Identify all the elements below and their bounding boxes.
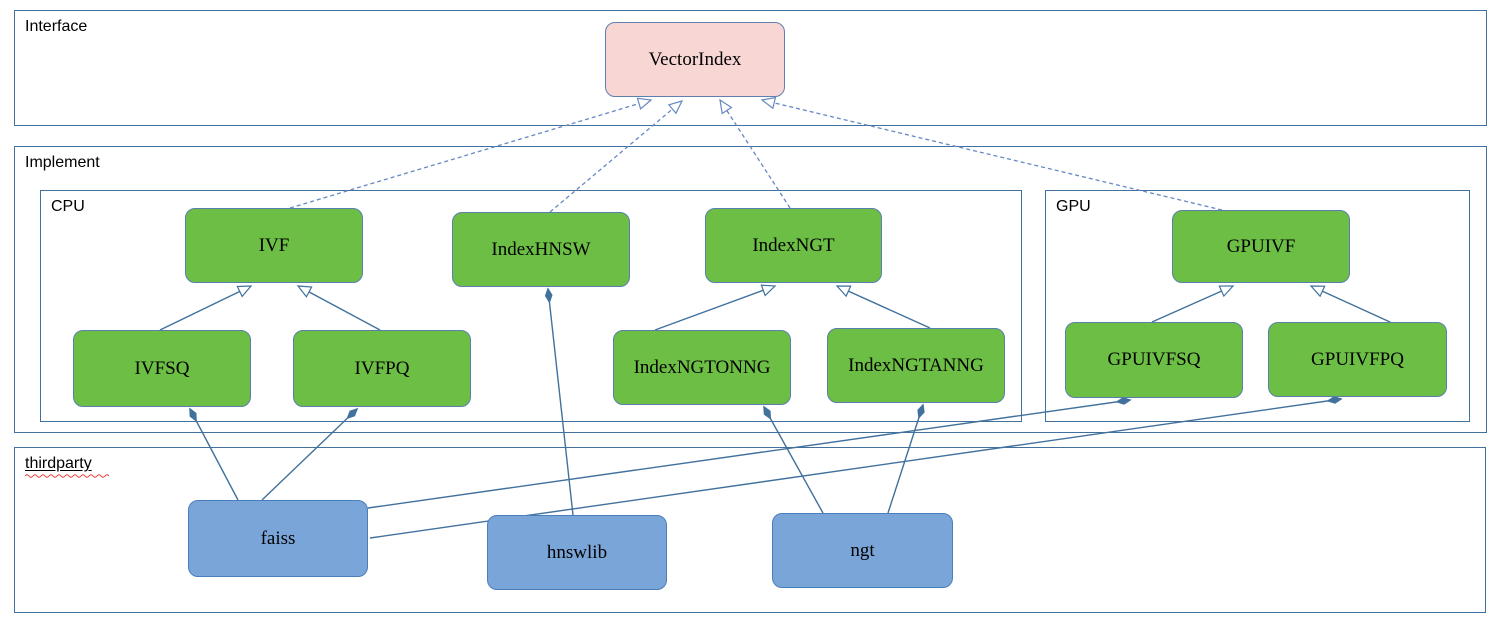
edge-indexhnsw-vectorindex [549, 100, 684, 213]
edge-faiss-gpuivfpq [369, 399, 1341, 539]
spellcheck-squiggle-icon [25, 474, 109, 479]
node-ngt[interactable]: ngt [772, 513, 953, 588]
edge-faiss-gpuivfsq [367, 400, 1130, 509]
node-label: GPUIVF [1226, 235, 1296, 257]
node-faiss[interactable]: faiss [188, 500, 368, 577]
edge-ivfpq-ivf [296, 285, 381, 331]
node-label: IndexNGTONNG [633, 356, 771, 378]
node-label: IndexHNSW [491, 238, 591, 260]
node-label: IndexNGTANNG [848, 354, 984, 376]
node-label: GPUIVFSQ [1107, 349, 1201, 370]
node-label: faiss [260, 527, 296, 549]
edge-gpuivf-vectorindex [760, 96, 1223, 211]
node-ivf[interactable]: IVF [185, 208, 363, 283]
node-label: hnswlib [546, 541, 608, 563]
node-label: ngt [850, 539, 875, 561]
node-indexngtonng[interactable]: IndexNGTONNG [613, 330, 791, 405]
node-ivfpq[interactable]: IVFPQ [293, 330, 471, 407]
node-hnswlib[interactable]: hnswlib [487, 515, 667, 590]
node-ivfsq[interactable]: IVFSQ [73, 330, 251, 407]
node-label: IVFSQ [134, 357, 190, 379]
edge-faiss-ivfsq [190, 409, 239, 501]
container-thirdparty[interactable]: thirdparty [14, 447, 1486, 613]
node-label: IVFPQ [354, 357, 410, 379]
container-gpu[interactable]: GPU [1045, 190, 1470, 422]
edge-ivfsq-ivf [159, 285, 253, 331]
node-label: GPUIVFPQ [1311, 348, 1404, 370]
container-label-gpu: GPU [1056, 198, 1091, 215]
edge-faiss-ivfpq [261, 409, 357, 501]
edge-ngt-indexngtonng [764, 407, 824, 514]
node-gpuivf[interactable]: GPUIVF [1172, 210, 1350, 283]
container-label-thirdparty: thirdparty [25, 455, 109, 479]
edge-gpuivfpq-gpuivf [1309, 285, 1391, 323]
container-label-interface: Interface [25, 18, 88, 35]
container-label-implement: Implement [25, 154, 100, 171]
node-gpuivfsq[interactable]: GPUIVFSQ [1065, 322, 1243, 398]
container-interface[interactable]: Interface [14, 10, 1487, 126]
edge-ngt-indexngtanng [887, 405, 923, 514]
container-label-cpu: CPU [51, 198, 85, 215]
thirdparty-label-text: thirdparty [25, 455, 92, 472]
edge-hnswlib-indexhnsw [548, 289, 574, 516]
edge-indexngt-vectorindex [719, 98, 791, 209]
node-label: IVF [258, 234, 290, 256]
container-cpu[interactable]: CPU [40, 190, 1022, 422]
edge-indexngtanng-indexngt [835, 285, 931, 329]
node-vectorindex[interactable]: VectorIndex [605, 22, 785, 97]
edge-ivf-vectorindex [289, 97, 653, 209]
node-label: IndexNGT [752, 234, 835, 256]
node-indexngtanng[interactable]: IndexNGTANNG [827, 328, 1005, 403]
edge-indexngtonng-indexngt [654, 284, 777, 331]
edge-gpuivfsq-gpuivf [1151, 285, 1235, 323]
node-indexngt[interactable]: IndexNGT [705, 208, 882, 283]
node-gpuivfpq[interactable]: GPUIVFPQ [1268, 322, 1447, 397]
node-indexhnsw[interactable]: IndexHNSW [452, 212, 630, 287]
node-label: VectorIndex [648, 48, 742, 70]
